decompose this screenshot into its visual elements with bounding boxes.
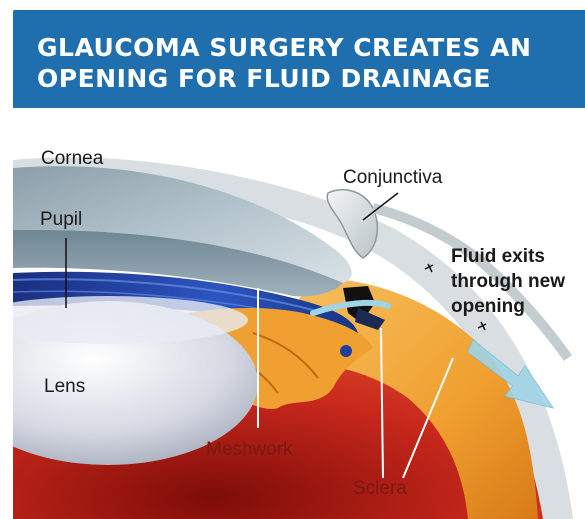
title-banner: GLAUCOMA SURGERY CREATES AN OPENING FOR … — [13, 10, 585, 108]
cornea-label: Cornea — [41, 148, 103, 170]
meshwork-label: Meshwork — [206, 439, 293, 461]
fluid-exits-label: Fluid exits through new opening — [451, 244, 565, 319]
figure-title: GLAUCOMA SURGERY CREATES AN OPENING FOR … — [37, 32, 577, 94]
pupil-label: Pupil — [40, 209, 82, 231]
eye-diagram: Cornea Conjunctiva Pupil Fluid exits thr… — [13, 108, 585, 519]
lens-label: Lens — [44, 376, 85, 398]
conjunctiva-label: Conjunctiva — [343, 167, 442, 189]
sclera-label: Sclera — [353, 478, 407, 500]
